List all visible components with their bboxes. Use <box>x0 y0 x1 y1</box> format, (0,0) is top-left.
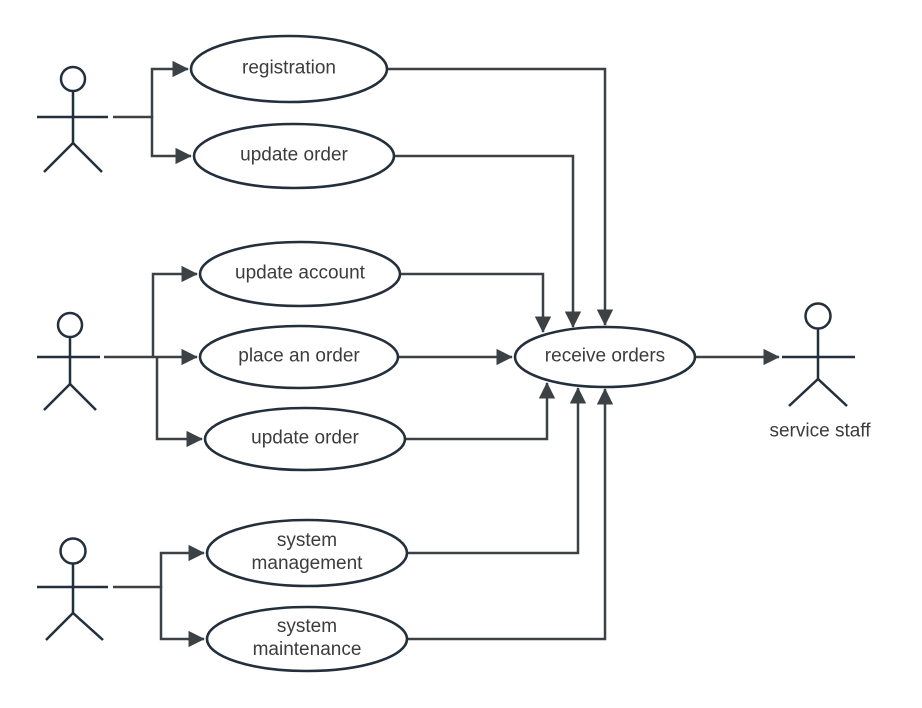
usecase-ellipse-place-an-order <box>198 324 400 390</box>
usecase-ellipse-registration <box>189 34 389 104</box>
usecase-ellipse-update-order-middle <box>203 406 407 472</box>
actor-top-left-icon <box>37 65 108 173</box>
usecase-ellipse-system-management <box>205 518 409 588</box>
usecase-ellipse-update-account <box>198 240 402 308</box>
service-staff-actor-icon <box>782 302 855 407</box>
actor-bottom-left-icon <box>37 537 108 641</box>
actor-middle-left-icon <box>37 311 100 411</box>
connectors <box>104 60 780 648</box>
usecase-ellipse-receive-orders <box>513 325 697 389</box>
usecase-ellipse-update-order-top <box>192 122 396 190</box>
usecase-ellipse-system-maintenance <box>205 605 409 673</box>
